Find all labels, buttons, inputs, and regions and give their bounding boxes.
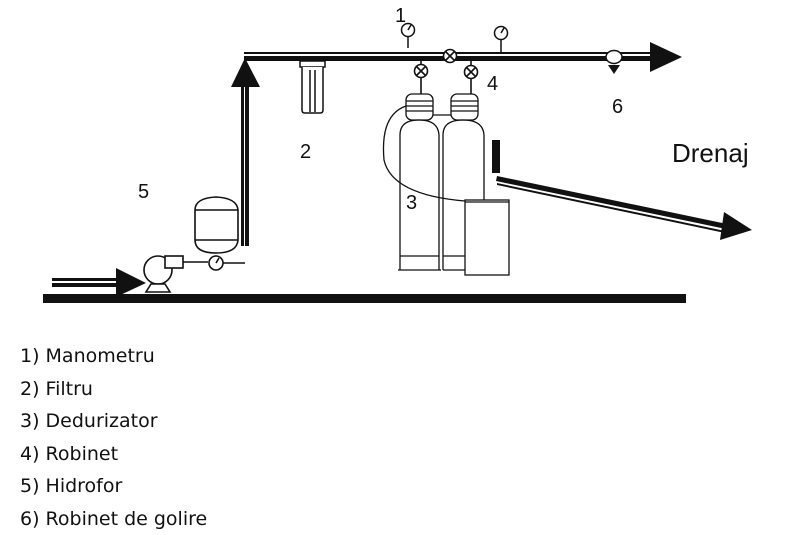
manometer-icon xyxy=(493,25,509,52)
legend-item: 1) Manometru xyxy=(20,345,155,367)
legend-item: 6) Robinet de golire xyxy=(20,507,208,530)
pressure-tank-icon xyxy=(194,196,239,254)
inlet-pipe xyxy=(52,268,146,297)
label-2: 2 xyxy=(300,141,311,163)
label-6: 6 xyxy=(612,96,623,118)
label-1: 1 xyxy=(395,5,406,27)
valve-icon xyxy=(442,48,458,64)
legend-item: 5) Hidrofor xyxy=(20,475,123,497)
drain-valve-icon xyxy=(605,49,623,74)
label-5: 5 xyxy=(138,181,149,203)
pump-icon xyxy=(143,255,208,293)
label-3: 3 xyxy=(406,192,417,214)
filter-icon xyxy=(299,60,326,114)
valve-icon xyxy=(413,61,429,94)
riser-pipe xyxy=(231,58,260,246)
drain-label: Drenaj xyxy=(672,138,749,168)
legend-item: 4) Robinet xyxy=(20,442,119,465)
legend-item: 2) Filtru xyxy=(20,377,93,400)
gauge-icon xyxy=(208,255,245,271)
legend-item: 3) Dedurizator xyxy=(20,410,158,432)
floor-line xyxy=(43,294,686,303)
legend: 1) Manometru 2) Filtru 3) Dedurizator 4)… xyxy=(20,340,207,535)
label-4: 4 xyxy=(487,73,498,95)
drain-pipe xyxy=(492,140,752,240)
valve-icon xyxy=(463,61,479,94)
manometer-icon xyxy=(400,22,416,48)
softener-icon xyxy=(382,93,510,276)
